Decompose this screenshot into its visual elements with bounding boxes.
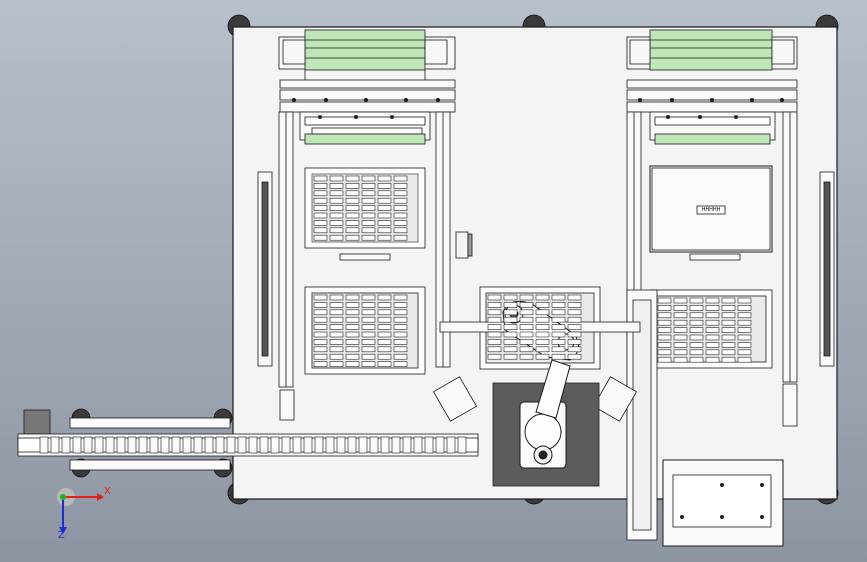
axis-x-label: X	[104, 486, 111, 497]
mounting-hole	[680, 515, 684, 519]
right-tray-lower-cells	[657, 297, 752, 363]
left-tray-lower-cells	[313, 294, 408, 367]
conveyor-slats	[39, 436, 467, 454]
right-panel-bracket	[689, 253, 741, 261]
conveyor	[17, 409, 479, 471]
left-green-guide	[304, 133, 426, 145]
right-magazine	[592, 376, 638, 422]
mounting-hole	[318, 115, 322, 119]
triad-y-axis	[60, 494, 66, 500]
mounting-hole	[750, 98, 754, 102]
mounting-hole	[720, 483, 724, 487]
mounting-hole	[720, 515, 724, 519]
right-crossbar-3	[626, 101, 798, 113]
left-tray-upper-bracket	[339, 253, 391, 261]
left-crossbar-3	[279, 101, 456, 113]
left-cylinder	[455, 231, 469, 259]
left-crossbar-top	[279, 79, 456, 89]
left-roller-green	[304, 29, 426, 71]
mounting-hole	[324, 98, 328, 102]
left-tray-upper-cells	[313, 175, 408, 241]
left-post	[279, 389, 295, 421]
mounting-hole	[710, 98, 714, 102]
mounting-hole	[666, 115, 670, 119]
mounting-hole	[698, 115, 702, 119]
right-post	[782, 383, 798, 427]
mounting-hole	[354, 115, 358, 119]
right-panel-label: HHHHH	[701, 207, 721, 213]
axis-z-label: Z	[58, 530, 65, 541]
mounting-hole	[760, 515, 764, 519]
mounting-hole	[404, 98, 408, 102]
mounting-hole	[364, 98, 368, 102]
right-green-guide	[654, 133, 771, 145]
mounting-hole	[734, 115, 738, 119]
mounting-hole	[670, 98, 674, 102]
robot-link-2	[535, 359, 571, 419]
mounting-hole	[780, 98, 784, 102]
conveyor-frame-bottom	[69, 459, 231, 471]
coordinate-triad	[57, 488, 104, 534]
mounting-hole	[638, 98, 642, 102]
mounting-hole	[760, 483, 764, 487]
right-crossbar-top	[626, 79, 798, 89]
center-tray-cells	[487, 294, 582, 360]
robot-arm	[502, 300, 580, 469]
left-crossbar-2	[279, 89, 456, 101]
right-roller-green	[649, 29, 773, 71]
conveyor-frame-top	[69, 417, 231, 429]
mounting-hole	[390, 115, 394, 119]
conveyor-motor	[23, 409, 51, 437]
right-panel-label-box	[696, 205, 726, 215]
mounting-hole	[292, 98, 296, 102]
left-magazine	[432, 376, 478, 422]
mounting-hole	[436, 98, 440, 102]
